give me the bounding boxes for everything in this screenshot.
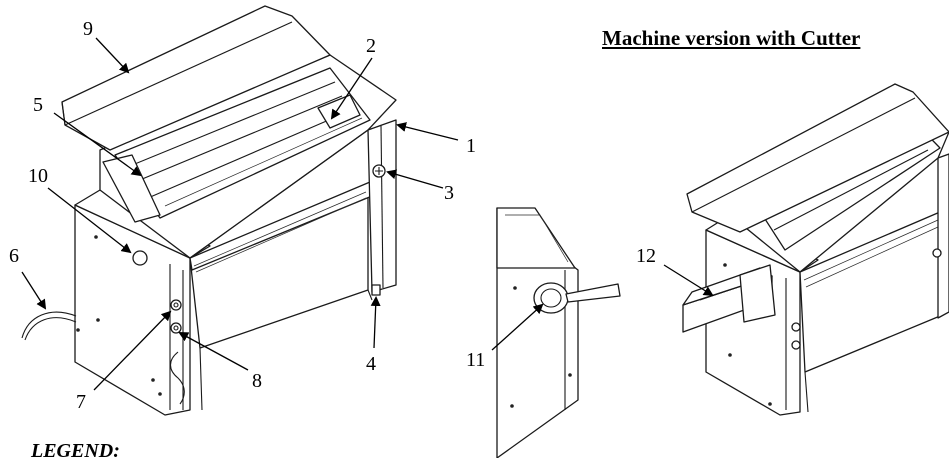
callout-1: 1 bbox=[466, 135, 476, 157]
speed-knob bbox=[132, 250, 148, 266]
stop-button bbox=[170, 322, 182, 334]
machine-foot bbox=[371, 284, 381, 296]
callout-4: 4 bbox=[366, 353, 376, 375]
start-button bbox=[170, 299, 182, 311]
crank-hub bbox=[533, 282, 569, 314]
guide-plate-left bbox=[102, 154, 161, 223]
power-cable bbox=[24, 317, 77, 341]
callout-arrows bbox=[21, 37, 714, 391]
crank-handle bbox=[565, 283, 621, 303]
callout-12: 12 bbox=[636, 245, 656, 267]
callout-9: 9 bbox=[83, 18, 93, 40]
crank-detail bbox=[496, 207, 621, 458]
legend-heading: LEGEND: bbox=[31, 440, 120, 462]
callout-2: 2 bbox=[366, 35, 376, 57]
callout-5: 5 bbox=[33, 94, 43, 116]
cutter-machine bbox=[682, 83, 949, 416]
callout-8: 8 bbox=[252, 370, 262, 392]
cutter-version-title: Machine version with Cutter bbox=[602, 26, 861, 50]
main-machine bbox=[21, 5, 397, 416]
callout-3: 3 bbox=[444, 182, 454, 204]
callout-10: 10 bbox=[28, 165, 48, 187]
callout-11: 11 bbox=[466, 349, 486, 371]
callout-6: 6 bbox=[9, 245, 19, 267]
callout-7: 7 bbox=[76, 391, 86, 413]
